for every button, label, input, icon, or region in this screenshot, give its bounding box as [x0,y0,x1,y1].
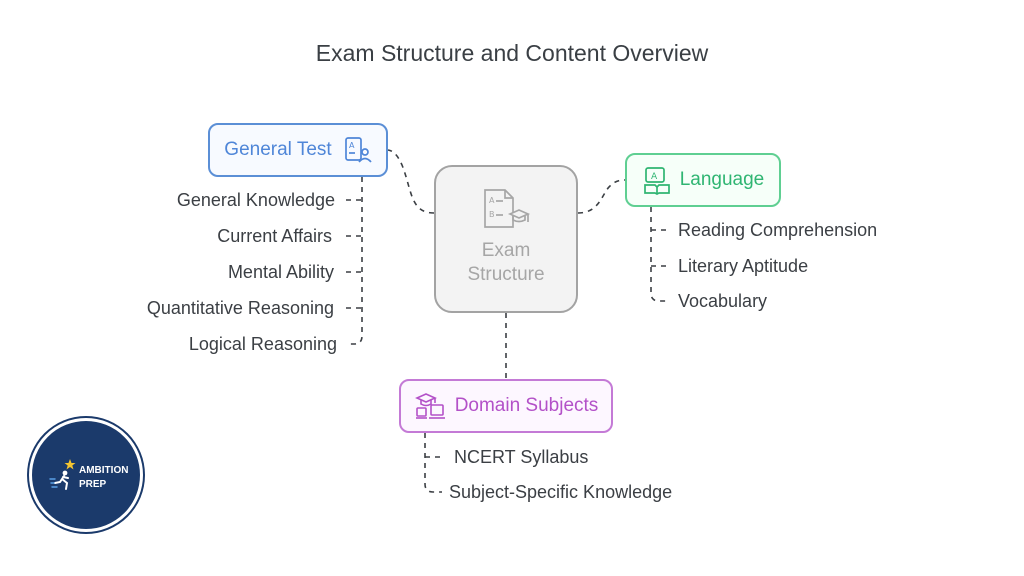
connector-center-general-test [387,149,435,214]
domain-item: NCERT Syllabus [454,447,589,467]
general-test-item: General Knowledge [176,190,335,210]
domain-spine [424,433,442,493]
logo-line1: AMBITION [79,465,129,476]
general-test-spine [346,177,363,345]
connector-center-language [577,179,626,214]
logo-line2: PREP [79,479,107,490]
general-test-item: Quantitative Reasoning [146,298,334,318]
language-book-icon: A [643,167,670,195]
language-label: Language [679,169,765,190]
domain-item: Subject-Specific Knowledge [449,482,673,502]
language-node[interactable]: A Language [625,153,781,207]
language-item: Literary Aptitude [678,256,809,276]
svg-text:B: B [489,210,495,219]
general-test-item: Mental Ability [227,262,334,282]
general-test-node[interactable]: General Test A [208,123,388,177]
svg-text:A: A [489,196,495,205]
runner-star-icon [49,459,76,490]
svg-text:A: A [651,172,658,182]
domain-subjects-node[interactable]: Domain Subjects [399,379,613,433]
language-spine [650,207,668,302]
diagram-title: Exam Structure and Content Overview [315,40,709,66]
ambition-prep-logo: AMBITION PREP [29,418,143,532]
language-item: Reading Comprehension [678,220,878,240]
test-user-icon: A [344,137,372,163]
general-test-item: Logical Reasoning [188,334,337,354]
graduation-laptop-icon [414,393,445,419]
exam-paper-icon: A B [484,189,531,228]
svg-text:A: A [349,141,355,150]
language-item: Vocabulary [678,291,768,311]
exam-structure-node[interactable]: A B Exam Structure [434,165,578,313]
exam-structure-line2: Structure [467,264,545,285]
logo-text: AMBITION PREP [79,464,128,492]
general-test-label: General Test [224,139,332,160]
domain-subjects-label: Domain Subjects [454,395,599,416]
exam-structure-label: Exam Structure [467,239,544,287]
exam-structure-line1: Exam [481,240,531,261]
general-test-item: Current Affairs [217,226,332,246]
